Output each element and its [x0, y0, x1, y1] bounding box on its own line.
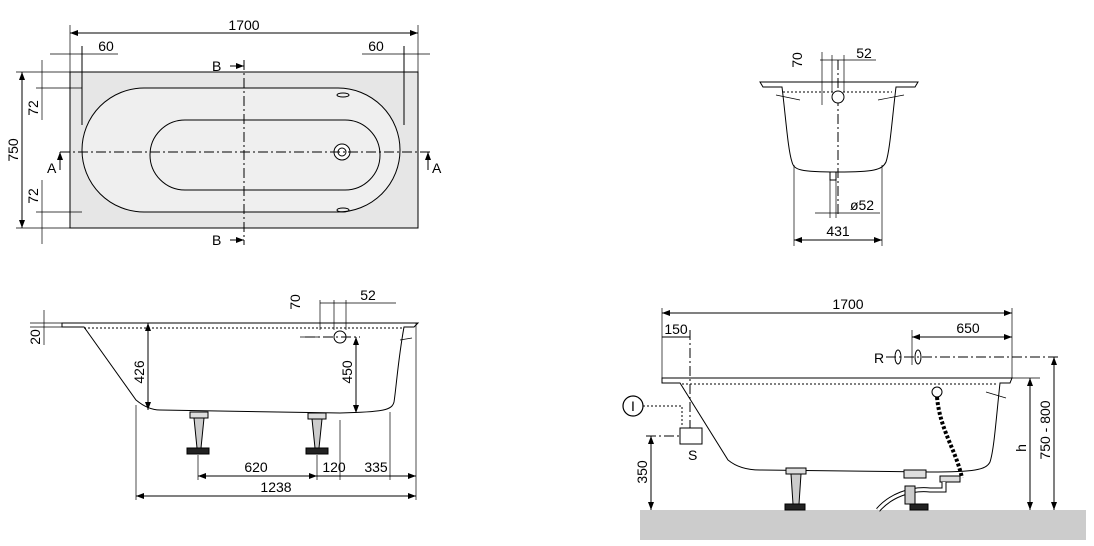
top-view-basin — [149, 119, 381, 191]
side-view-foot-right — [305, 412, 329, 455]
dim-install-right-offset: 650 — [956, 320, 980, 336]
side-view-tub — [61, 322, 420, 414]
top-view-grip-bottom — [336, 207, 350, 213]
dim-side-foot-offset: 120 — [322, 459, 346, 475]
install-overflow — [931, 386, 943, 398]
dim-side-total-base: 1238 — [260, 479, 291, 495]
install-valve-label: R — [874, 350, 884, 366]
dim-cross-overflow-offset: 70 — [789, 52, 805, 68]
dim-install-height-label: h — [1013, 444, 1029, 452]
dim-side-depth: 426 — [131, 360, 147, 384]
side-view-foot-left — [186, 411, 210, 455]
side-view: 20 426 70 52 450 620 120 335 — [27, 287, 420, 500]
dim-cross-overflow-dia: 52 — [856, 45, 872, 61]
section-a-right: A — [432, 160, 442, 176]
section-b-bottom: B — [212, 232, 221, 248]
install-floor — [640, 510, 1086, 540]
cross-section-view: 70 52 ø52 431 — [759, 45, 919, 246]
install-drain-hose — [935, 396, 964, 479]
dim-side-foot-spacing: 620 — [244, 459, 268, 475]
dim-side-overflow-offset: 70 — [287, 294, 303, 310]
install-foot — [784, 467, 807, 511]
svg-text:I: I — [631, 398, 635, 414]
install-drain-trap — [876, 469, 961, 512]
section-b-top: B — [212, 58, 221, 74]
install-socket-label: S — [688, 447, 697, 463]
dim-side-overflow-dia: 52 — [360, 287, 376, 303]
install-tub — [661, 377, 1013, 473]
install-socket — [679, 427, 703, 445]
dim-install-height-range: 750 - 800 — [1037, 400, 1053, 459]
dim-side-overflow-height: 450 — [339, 360, 355, 384]
top-view: 1700 60 60 750 72 72 A A B — [5, 17, 442, 248]
dim-side-rim: 20 — [27, 329, 43, 345]
dim-top-edge-top: 72 — [25, 100, 41, 116]
cross-section-overflow — [831, 90, 845, 104]
dim-top-edge-left: 60 — [98, 38, 114, 54]
dim-install-length: 1700 — [832, 296, 863, 312]
dim-side-end-distance: 335 — [364, 459, 388, 475]
dim-install-socket-height: 350 — [634, 460, 650, 484]
dim-install-left-offset: 150 — [664, 321, 688, 337]
install-view: 1700 150 650 R I S 350 h — [622, 296, 1086, 540]
cross-section-drain — [829, 171, 837, 181]
install-valve-right — [914, 349, 922, 365]
dim-cross-base-width: 431 — [826, 223, 850, 239]
top-view-grip-top — [336, 92, 350, 98]
dim-top-edge-right: 60 — [368, 38, 384, 54]
dim-top-length: 1700 — [228, 17, 259, 33]
dim-top-width: 750 — [5, 138, 21, 162]
section-a-left: A — [47, 160, 57, 176]
dim-top-edge-bottom: 72 — [25, 188, 41, 204]
dim-cross-drain-dia: ø52 — [850, 197, 874, 213]
